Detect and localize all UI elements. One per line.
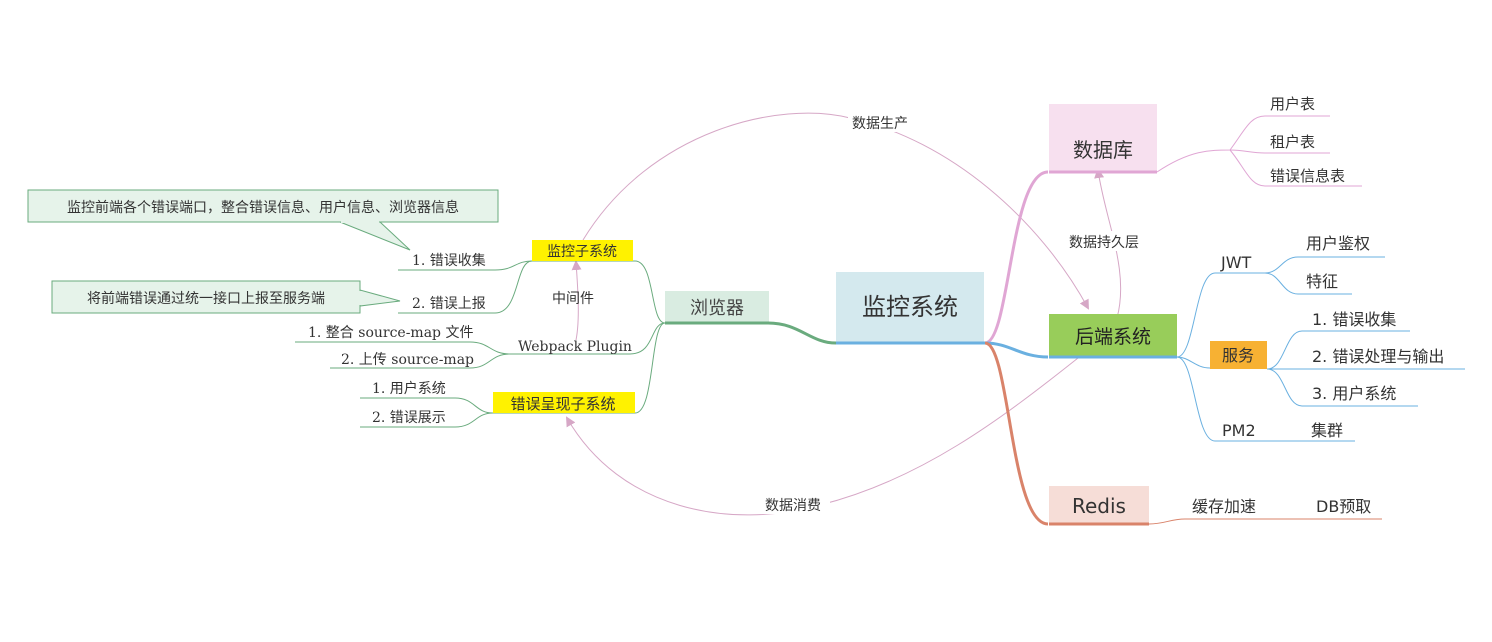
branch-root-database: [984, 170, 1049, 345]
node-monitor-subsystem: 监控子系统: [547, 244, 617, 260]
relation-produce-label: 数据生产: [852, 116, 908, 132]
database-node-bg: [1049, 104, 1157, 172]
branch-root-redis: [984, 341, 1049, 526]
relation-produce-label-bg: [848, 112, 916, 132]
callout-report-text: 将前端错误通过统一接口上报至服务端: [87, 290, 325, 307]
conn-monitor-collect: [494, 260, 533, 271]
node-collect: 1. 错误收集: [412, 252, 486, 269]
browser-node-bg: [665, 291, 769, 323]
node-redis: Redis: [1072, 494, 1126, 518]
middleware-arrow: [571, 260, 582, 341]
node-service: 服务: [1222, 346, 1254, 365]
jwt-item-auth: 用户鉴权: [1306, 234, 1370, 253]
node-integrate-sourcemap: 1. 整合 source-map 文件: [308, 325, 473, 341]
jwt-item-feature: 特征: [1306, 272, 1338, 291]
node-middleware: 中间件: [552, 291, 594, 307]
node-database: 数据库: [1073, 138, 1133, 162]
conn-monitor-report: [494, 260, 533, 314]
callout-collect: 监控前端各个错误端口，整合错误信息、用户信息、浏览器信息: [27, 189, 499, 251]
conn-redis-cache: [1148, 518, 1186, 525]
backend-node-bg: [1049, 314, 1177, 357]
relation-consume-label: 数据消费: [765, 498, 821, 514]
node-root: 监控系统: [862, 293, 958, 321]
service-node-bg: [1210, 341, 1267, 369]
conn-webpack-upload: [469, 353, 511, 369]
db-item-tenant-table: 租户表: [1270, 133, 1315, 151]
conn-errdisplay-show: [454, 412, 494, 428]
node-jwt: JWT: [1220, 253, 1252, 272]
node-report: 2. 错误上报: [412, 296, 486, 312]
branch-root-backend: [984, 341, 1049, 359]
node-browser: 浏览器: [690, 298, 744, 319]
callout-collect-text: 监控前端各个错误端口，整合错误信息、用户信息、浏览器信息: [67, 199, 459, 216]
callout-report: 将前端错误通过统一接口上报至服务端: [51, 280, 401, 314]
conn-backend-service: [1176, 356, 1211, 369]
conn-service-user: [1266, 368, 1303, 407]
pm2-item-cluster: 集群: [1311, 421, 1343, 440]
conn-jwt-feature: [1264, 272, 1299, 295]
conn-service-collect: [1266, 330, 1303, 370]
error-display-subsystem-bg: [493, 392, 635, 413]
conn-db-error-table: [1229, 149, 1266, 187]
redis-item-cache: 缓存加速: [1192, 497, 1256, 516]
node-pm2: PM2: [1222, 421, 1256, 440]
node-error-display-subsystem: 错误呈现子系统: [510, 395, 615, 413]
redis-node-bg: [1049, 486, 1149, 524]
conn-backend-jwt: [1176, 272, 1216, 358]
node-webpack-plugin: Webpack Plugin: [518, 339, 632, 355]
branch-root-browser: [767, 321, 837, 345]
service-item-process: 2. 错误处理与输出: [1312, 347, 1444, 366]
node-backend: 后端系统: [1075, 326, 1151, 348]
redis-item-prefetch: DB预取: [1316, 497, 1371, 516]
relation-persist-label: 数据持久层: [1069, 235, 1139, 251]
db-item-error-table: 错误信息表: [1270, 167, 1345, 185]
db-item-user-table: 用户表: [1270, 95, 1315, 113]
relation-consume-label-bg: [762, 494, 830, 514]
conn-backend-pm2: [1176, 356, 1216, 442]
conn-errdisplay-user: [454, 397, 494, 414]
conn-browser-monitor: [634, 260, 666, 324]
service-item-collect: 1. 错误收集: [1312, 310, 1396, 329]
node-error-show: 2. 错误展示: [372, 410, 446, 426]
conn-browser-webpack: [629, 322, 666, 355]
conn-jwt-auth: [1264, 256, 1299, 274]
conn-browser-errdisplay: [634, 322, 666, 414]
node-upload-sourcemap: 2. 上传 source-map: [341, 352, 474, 368]
conn-db-tenant-table: [1229, 149, 1266, 154]
monitor-subsystem-bg: [532, 240, 633, 261]
service-item-user: 3. 用户系统: [1312, 384, 1396, 403]
node-user-system: 1. 用户系统: [372, 380, 446, 397]
relation-produce-curve: [582, 112, 1089, 310]
relation-persist-label-bg: [1066, 231, 1148, 251]
conn-db-user-table: [1156, 115, 1266, 173]
conn-webpack-integrate: [469, 341, 511, 355]
root-node-bg: [836, 272, 984, 343]
